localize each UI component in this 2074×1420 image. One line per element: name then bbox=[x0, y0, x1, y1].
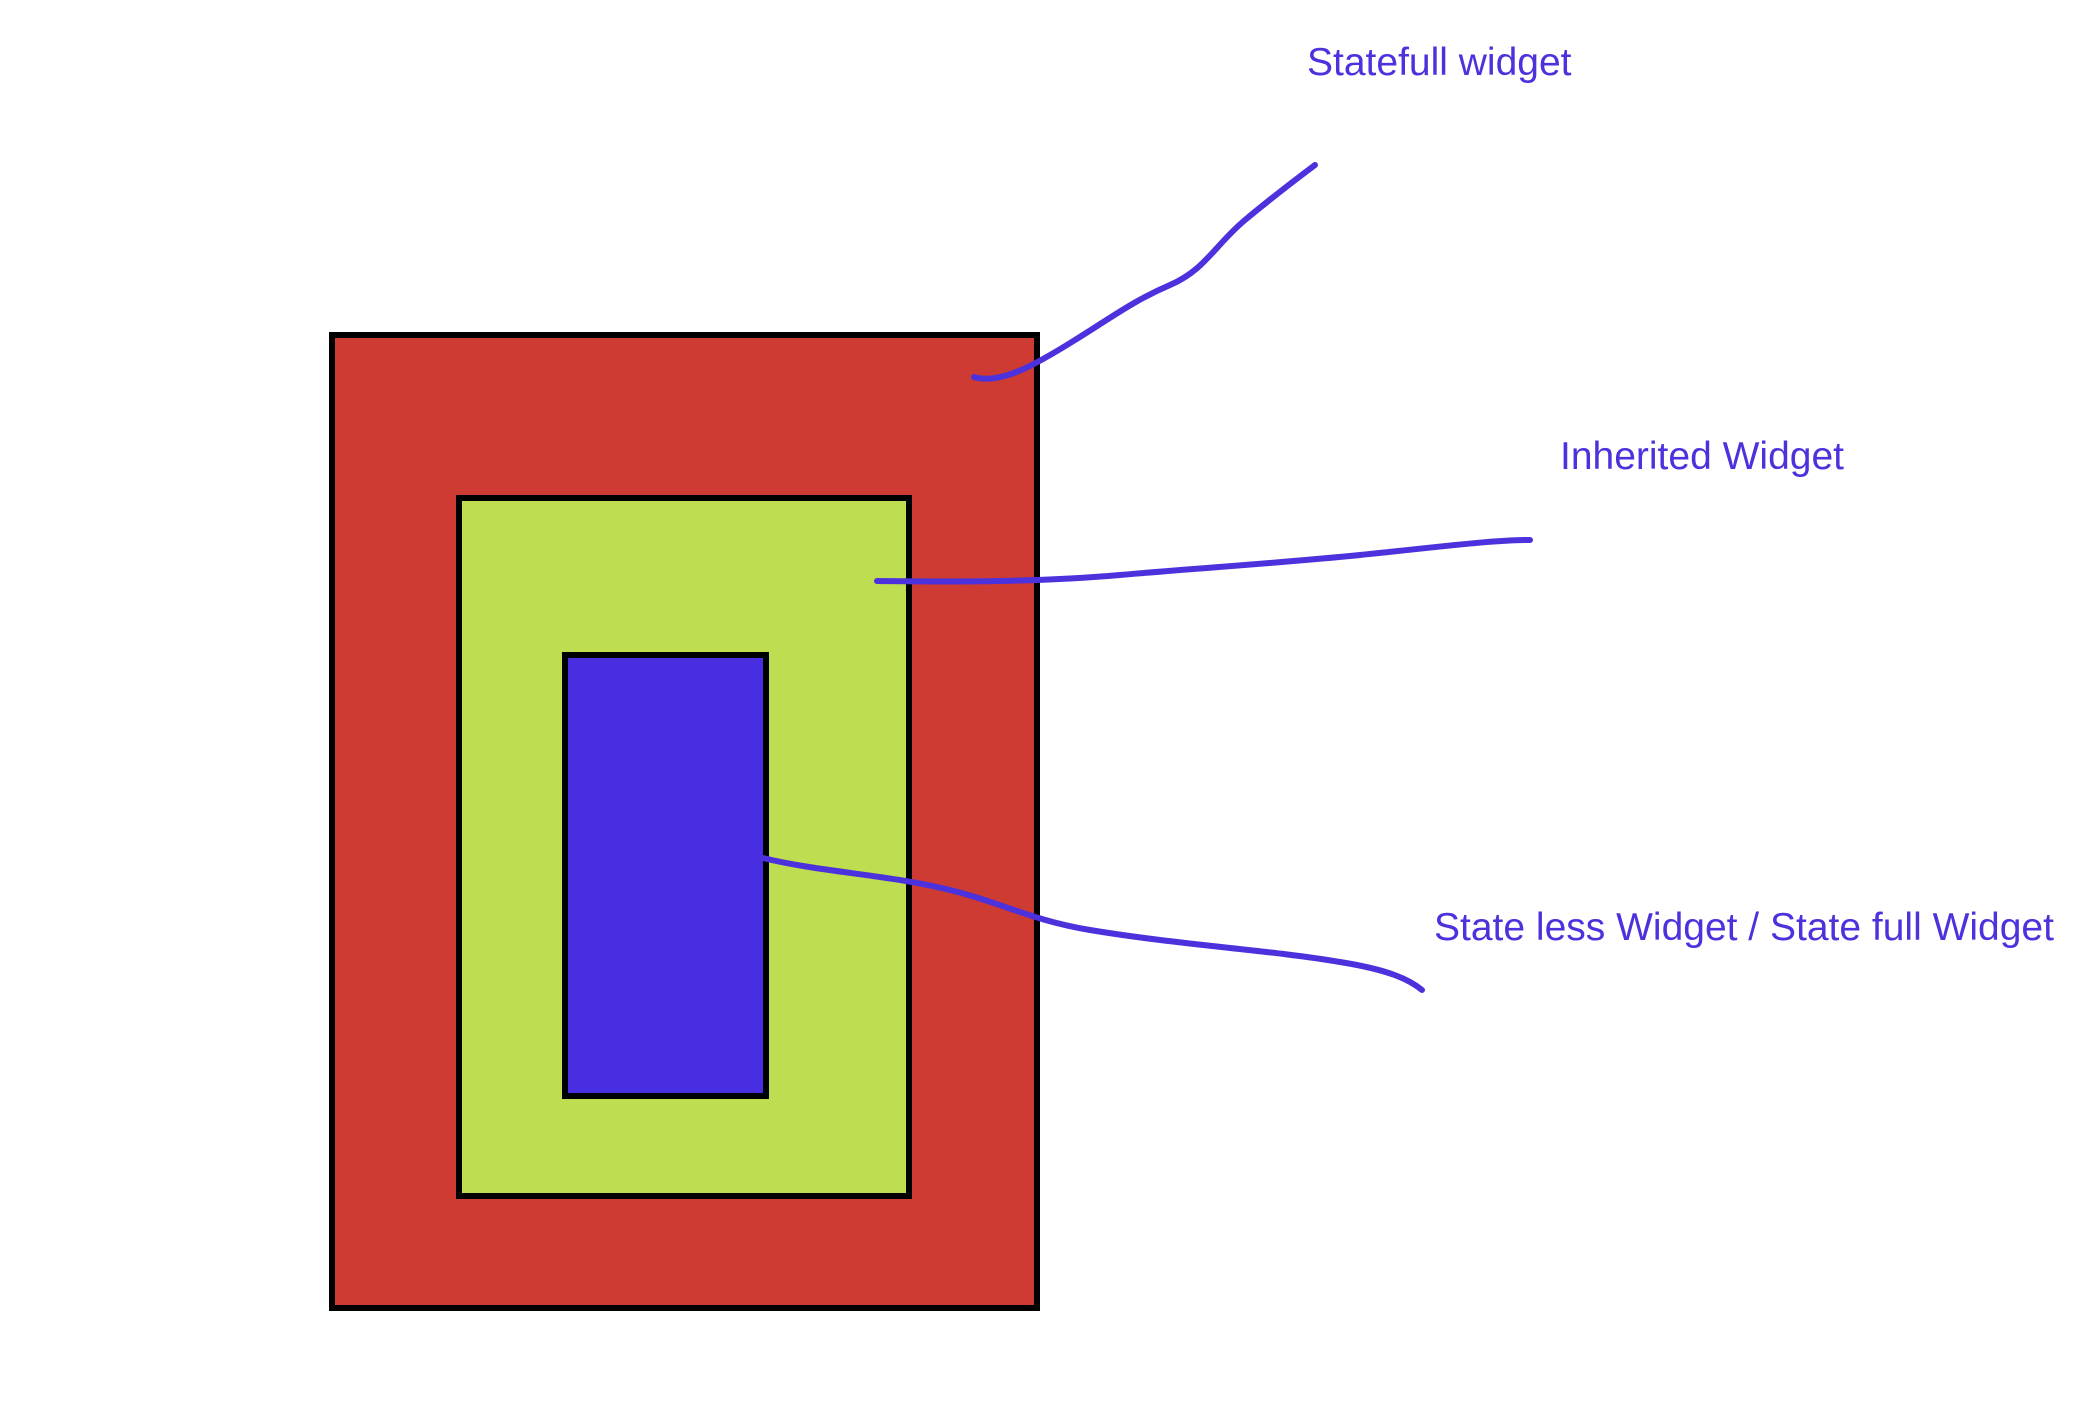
label-inherited-widget: Inherited Widget bbox=[1560, 435, 1844, 478]
pointer-line-stateful bbox=[971, 162, 1318, 382]
label-stateless-statefull-widget: State less Widget / State full Widget bbox=[1434, 906, 2054, 949]
inner-box-stateless-widget bbox=[562, 652, 769, 1099]
pointer-line-stateless bbox=[760, 855, 1425, 993]
pointer-line-inherited bbox=[874, 537, 1533, 585]
label-stateful-widget: Statefull widget bbox=[1307, 41, 1572, 84]
